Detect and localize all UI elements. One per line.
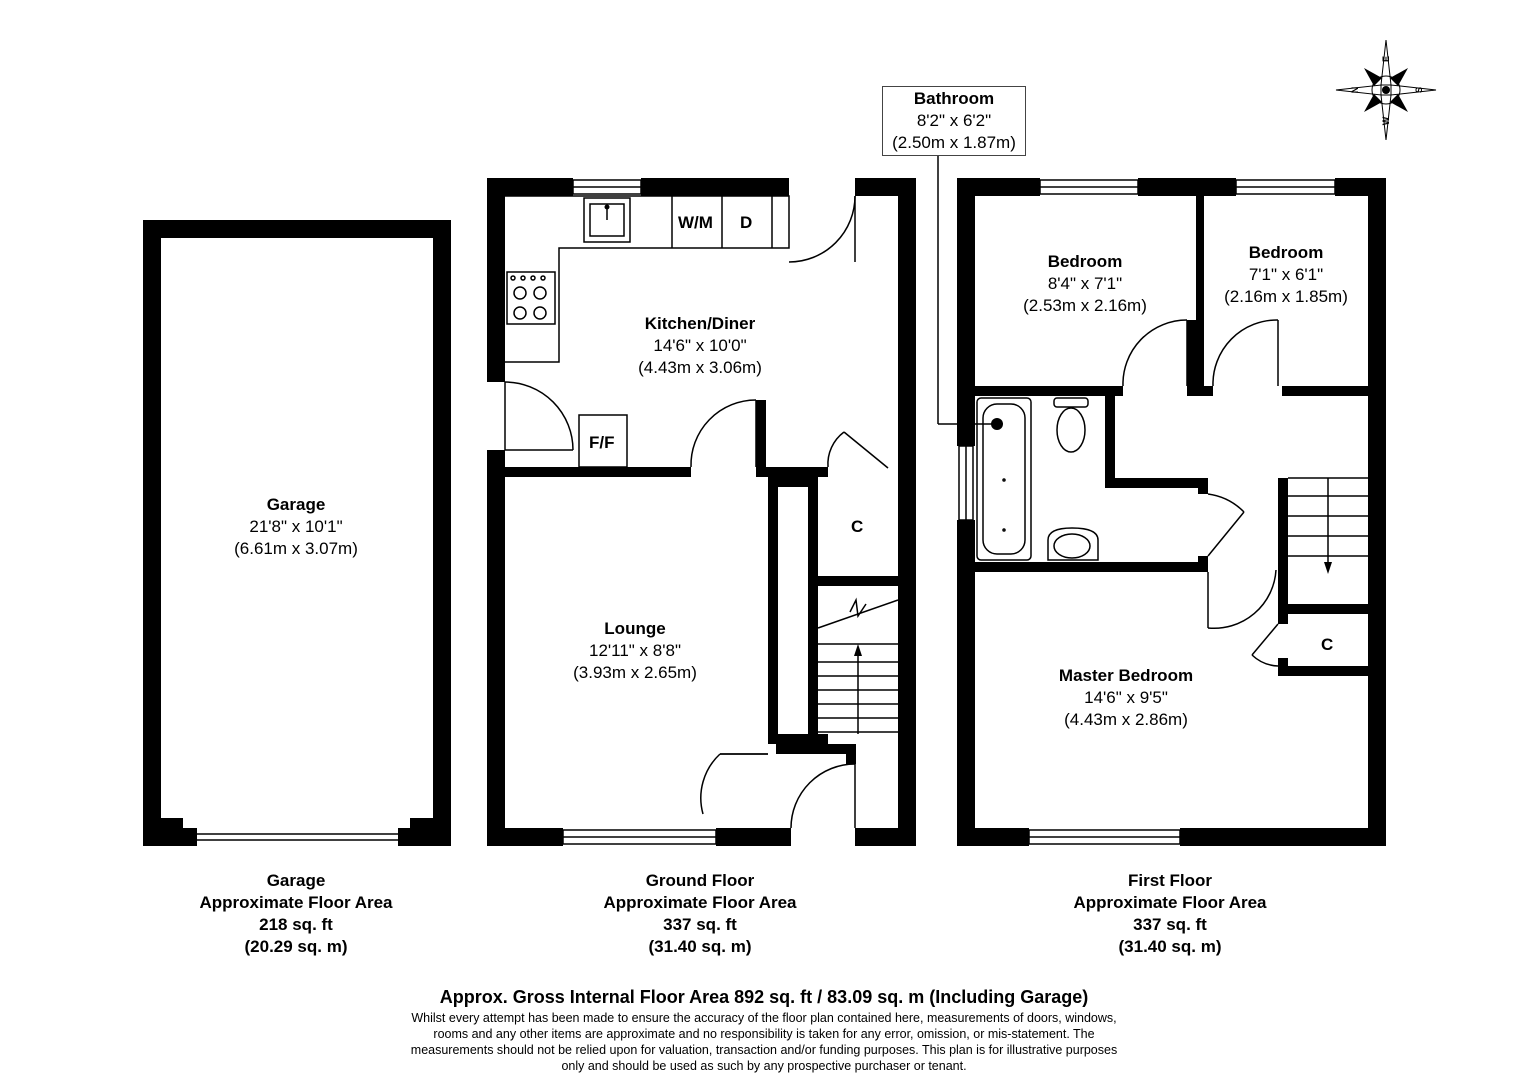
compass-s: S (1414, 87, 1424, 93)
compass-w: W (1381, 116, 1391, 125)
first-doors (1122, 319, 1279, 667)
first-windows (958, 179, 1336, 845)
kitchen-counters (505, 195, 790, 468)
disclaimer-line: Whilst every attempt has been made to en… (411, 1011, 1117, 1025)
room-dim-imperial: 21'8" x 10'1" (249, 517, 343, 536)
summary-ground-floor: Ground Floor Approximate Floor Area 337 … (570, 870, 830, 958)
first-cupboard-label: C (1321, 635, 1334, 654)
room-dim-imperial: 8'2" x 6'2" (916, 111, 992, 130)
compass-n: N (1350, 87, 1360, 94)
garage-door (197, 833, 398, 841)
room-dim-imperial: 12'11" x 8'8" (589, 641, 681, 660)
summary-floor: Garage (266, 871, 326, 890)
room-dim-metric: (2.53m x 2.16m) (1023, 296, 1147, 315)
summary-sqft: 218 sq. ft (259, 915, 333, 934)
room-name: Garage (266, 495, 326, 514)
first-stairs (1288, 477, 1368, 574)
room-name: Bathroom (913, 89, 995, 108)
room-label-bedroom-2: Bedroom 7'1" x 6'1" (2.16m x 1.85m) (1206, 242, 1366, 308)
room-name: Master Bedroom (1058, 666, 1194, 685)
room-dim-metric: (4.43m x 3.06m) (638, 358, 762, 377)
room-dim-metric: (2.50m x 1.87m) (892, 133, 1016, 152)
room-name: Lounge (604, 619, 666, 638)
room-dim-metric: (4.43m x 2.86m) (1064, 710, 1188, 729)
summary-sqm: (31.40 sq. m) (648, 937, 752, 956)
compass-rose: N E S W (1335, 39, 1437, 141)
gross-area: Approx. Gross Internal Floor Area 892 sq… (439, 987, 1089, 1007)
ground-floor-walls (487, 178, 916, 846)
room-dim-metric: (6.61m x 3.07m) (234, 539, 358, 558)
summary-first-floor: First Floor Approximate Floor Area 337 s… (1040, 870, 1300, 958)
room-dim-metric: (3.93m x 2.65m) (573, 663, 697, 682)
room-dim-imperial: 14'6" x 10'0" (653, 336, 747, 355)
summary-sqm: (20.29 sq. m) (244, 937, 348, 956)
room-dim-imperial: 14'6" x 9'5" (1084, 688, 1168, 707)
room-label-kitchen: Kitchen/Diner 14'6" x 10'0" (4.43m x 3.0… (590, 313, 810, 379)
garage-walls (143, 220, 451, 846)
summary-label: Approximate Floor Area (1073, 893, 1267, 912)
room-label-master-bedroom: Master Bedroom 14'6" x 9'5" (4.43m x 2.8… (1026, 665, 1226, 731)
room-dim-imperial: 8'4" x 7'1" (1047, 274, 1123, 293)
summary-sqm: (31.40 sq. m) (1118, 937, 1222, 956)
bathroom-fixtures (937, 156, 1099, 561)
ground-stairs (817, 597, 899, 734)
summary-sqft: 337 sq. ft (1133, 915, 1207, 934)
room-label-garage: Garage 21'8" x 10'1" (6.61m x 3.07m) (176, 494, 416, 560)
room-label-bedroom-1: Bedroom 8'4" x 7'1" (2.53m x 2.16m) (1000, 251, 1170, 317)
room-label-lounge: Lounge 12'11" x 8'8" (3.93m x 2.65m) (525, 618, 745, 684)
disclaimer-line: rooms and any other items are approximat… (433, 1027, 1095, 1041)
summary-floor: Ground Floor (645, 871, 755, 890)
summary-sqft: 337 sq. ft (663, 915, 737, 934)
summary-label: Approximate Floor Area (199, 893, 393, 912)
room-name: Bedroom (1248, 243, 1324, 262)
summary-label: Approximate Floor Area (603, 893, 797, 912)
room-dim-metric: (2.16m x 1.85m) (1224, 287, 1348, 306)
ground-windows (562, 179, 717, 845)
ground-doors (504, 195, 889, 829)
room-name: Kitchen/Diner (644, 314, 756, 333)
room-label-bathroom: Bathroom 8'2" x 6'2" (2.50m x 1.87m) (882, 86, 1026, 156)
washing-machine-label: W/M (678, 213, 713, 232)
ground-cupboard-label: C (851, 517, 864, 536)
fridge-freezer-label: F/F (589, 433, 615, 452)
summary-garage: Garage Approximate Floor Area 218 sq. ft… (176, 870, 416, 958)
first-floor-walls (957, 178, 1386, 846)
room-dim-imperial: 7'1" x 6'1" (1248, 265, 1324, 284)
dishwasher-label: D (740, 213, 753, 232)
compass-e: E (1381, 56, 1391, 62)
disclaimer-line: measurements should not be relied upon f… (410, 1043, 1118, 1057)
summary-floor: First Floor (1127, 871, 1213, 890)
disclaimer-line: only and should be used as such by any p… (561, 1059, 967, 1073)
room-name: Bedroom (1047, 252, 1123, 271)
footer: Approx. Gross Internal Floor Area 892 sq… (0, 986, 1528, 1074)
